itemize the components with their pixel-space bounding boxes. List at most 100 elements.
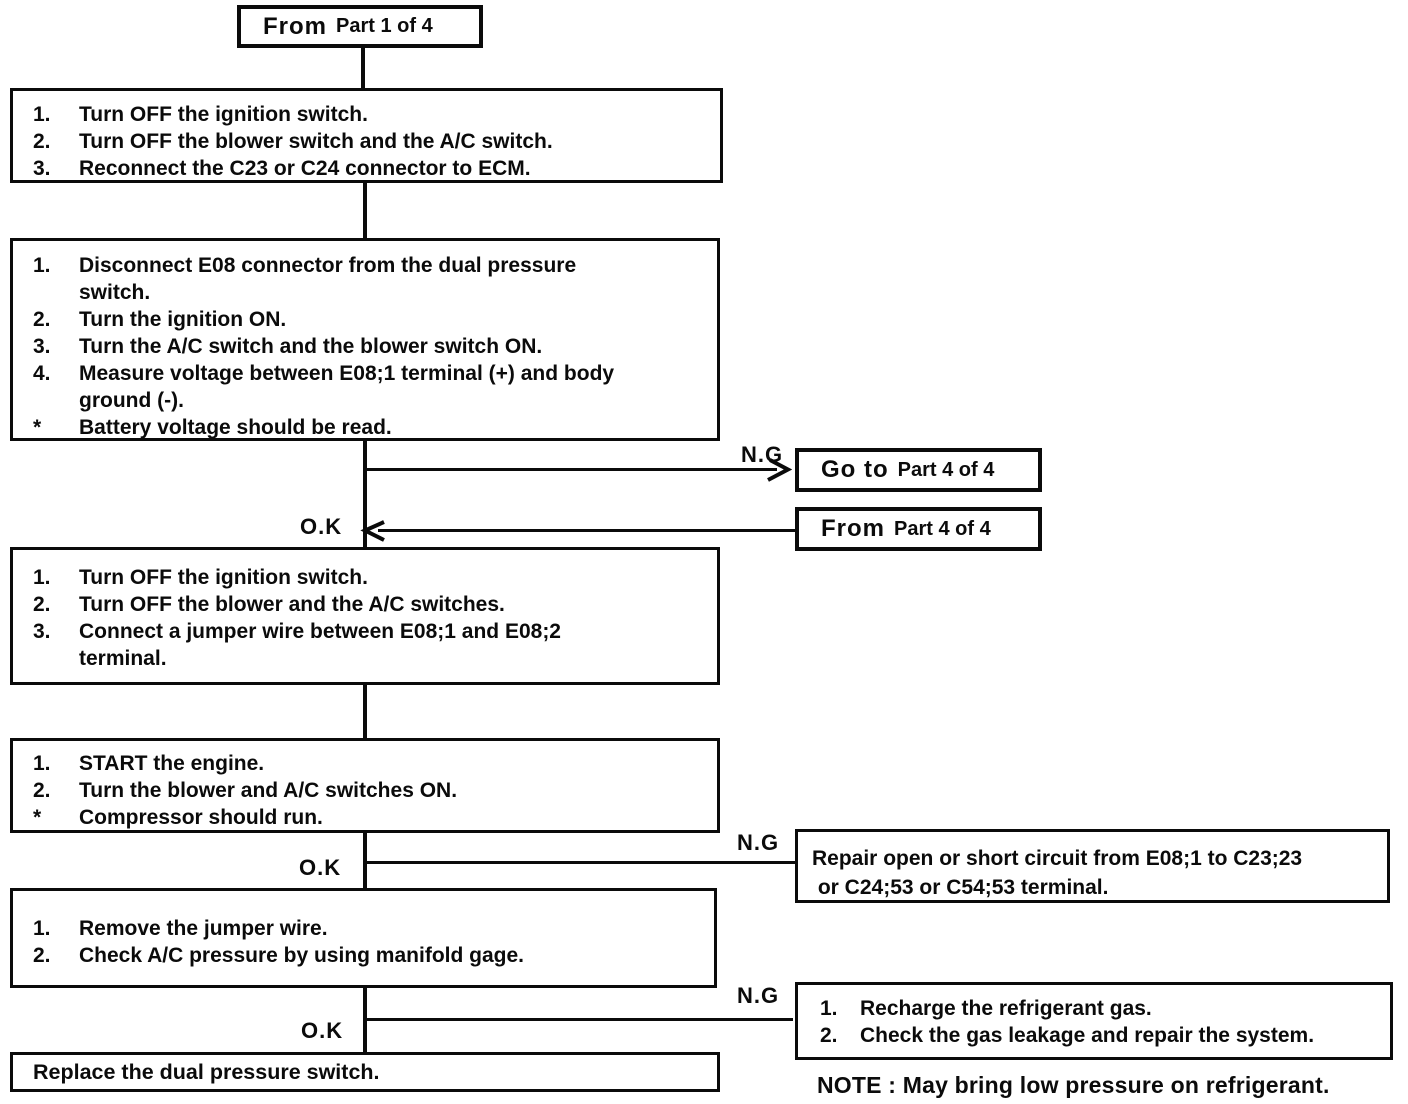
step-item: 3. Reconnect the C23 or C24 connector to … — [33, 155, 712, 182]
node-goto-part4: Go to Part 4 of 4 — [795, 448, 1042, 492]
step-item: 3. Connect a jumper wire between E08;1 an… — [33, 618, 709, 672]
step-text: Check the gas leakage and repair the sys… — [860, 1022, 1388, 1049]
step-marker: 1. — [33, 103, 51, 126]
text-line: Turn OFF the blower and the A/C switches… — [79, 593, 505, 616]
text-line: Compressor should run. — [79, 806, 323, 829]
node-from-part4: From Part 4 of 4 — [795, 507, 1042, 551]
text-line: terminal. — [79, 647, 167, 670]
step-marker: 2. — [33, 593, 51, 616]
connector-ng-to-recharge — [363, 1018, 793, 1021]
text-line: Disconnect E08 connector from the dual p… — [79, 254, 577, 277]
step-text: Battery voltage should be read. — [79, 414, 711, 441]
step-marker: 4. — [33, 362, 51, 385]
step-item: 2. Check A/C pressure by using manifold g… — [33, 942, 706, 969]
label-ng-2: N.G — [737, 830, 780, 855]
step-item: 2.Check the gas leakage and repair the s… — [820, 1022, 1388, 1049]
step-text: Turn OFF the ignition switch. — [79, 564, 709, 591]
label-ng-3: N.G — [737, 983, 780, 1008]
step-item: 4. Measure voltage between E08;1 terminal… — [33, 360, 711, 414]
step-marker: 1. — [33, 917, 51, 940]
step-item: 2. Turn OFF the blower switch and the A/C… — [33, 128, 712, 155]
step-text: Remove the jumper wire. — [79, 915, 706, 942]
node-from-part1-ref: Part 1 of 4 — [336, 15, 433, 37]
text-line: Check the gas leakage and repair the sys… — [860, 1024, 1315, 1047]
connector-from-part4-return — [378, 529, 795, 532]
step-marker: 2. — [33, 308, 51, 331]
text-line: Remove the jumper wire. — [79, 917, 328, 940]
step-marker: 2. — [33, 944, 51, 967]
text-line: Turn OFF the blower switch and the A/C s… — [79, 130, 553, 153]
step-marker: * — [33, 416, 42, 439]
node-repair-circuit: Repair open or short circuit from E08;1 … — [795, 829, 1390, 903]
text-line: or C24;53 or C54;53 terminal. — [812, 876, 1109, 899]
step-text: Connect a jumper wire between E08;1 and … — [79, 618, 709, 672]
text-line: Connect a jumper wire between E08;1 and … — [79, 620, 561, 643]
node-step-measure-voltage: 1.Disconnect E08 connector from the dual… — [10, 238, 720, 441]
node-step-reconnect: 1. Turn OFF the ignition switch. 2. Turn OF… — [10, 88, 723, 183]
step-marker: 1. — [33, 752, 51, 775]
step-text: Turn OFF the blower and the A/C switches… — [79, 591, 709, 618]
step-item: 3. Turn the A/C switch and the blower swi… — [33, 333, 711, 360]
node-from-part1: From Part 1 of 4 — [237, 5, 483, 48]
step-marker: 2. — [33, 130, 51, 153]
step-item: 1.Disconnect E08 connector from the dual… — [33, 252, 711, 306]
text-line: Measure voltage between E08;1 terminal (… — [79, 362, 615, 385]
step-marker: 1. — [33, 566, 51, 589]
step-text: Check A/C pressure by using manifold gag… — [79, 942, 706, 969]
step-text: Turn the A/C switch and the blower switc… — [79, 333, 711, 360]
connector-step2-to-step3 — [363, 440, 367, 548]
node-replace-switch: Replace the dual pressure switch. — [10, 1052, 720, 1092]
step-item: * Battery voltage should be read. — [33, 414, 711, 441]
text-line: Check A/C pressure by using manifold gag… — [79, 944, 524, 967]
node-goto-part4-ref: Part 4 of 4 — [897, 458, 995, 481]
step-text: Turn OFF the blower switch and the A/C s… — [79, 128, 712, 155]
step-item: 1. Turn OFF the ignition switch. — [33, 564, 709, 591]
text-line: START the engine. — [79, 752, 265, 775]
step-item: 1. Turn OFF the ignition switch. — [33, 101, 712, 128]
text-line: Reconnect the C23 or C24 connector to EC… — [79, 157, 531, 180]
step-item: 1. START the engine. — [33, 750, 709, 777]
arrowhead-left-icon — [360, 520, 385, 542]
node-step-remove-jumper: 1. Remove the jumper wire. 2. Check A/C pre… — [10, 888, 717, 988]
label-ok-2: O.K — [299, 855, 342, 880]
step-marker: 3. — [33, 157, 51, 180]
step-text: Turn the blower and A/C switches ON. — [79, 777, 709, 804]
step-text: Turn the ignition ON. — [79, 306, 711, 333]
node-step-start-engine: 1. START the engine.2.Turn the blower and… — [10, 738, 720, 833]
connector-step3-to-step4 — [363, 684, 367, 739]
text-line: Turn the A/C switch and the blower switc… — [79, 335, 543, 358]
step-item: 1. Recharge the refrigerant gas. — [820, 995, 1388, 1022]
step-item: 1. Remove the jumper wire. — [33, 915, 706, 942]
step-text: Measure voltage between E08;1 terminal (… — [79, 360, 711, 414]
node-from-part4-ref: Part 4 of 4 — [894, 517, 991, 540]
step-marker: * — [33, 806, 42, 829]
connector-ng-to-goto-part4 — [363, 468, 777, 471]
step-marker: 1. — [820, 997, 838, 1020]
step-text: Reconnect the C23 or C24 connector to EC… — [79, 155, 712, 182]
text-line: Turn the ignition ON. — [79, 308, 287, 331]
text-line: Turn the blower and A/C switches ON. — [79, 779, 458, 802]
node-recharge-gas: 1. Recharge the refrigerant gas.2.Check t… — [795, 982, 1393, 1060]
connector-ng-to-repair — [363, 861, 795, 864]
node-from-part1-keyword: From — [263, 12, 327, 40]
step-text: Disconnect E08 connector from the dual p… — [79, 252, 711, 306]
step-item: * Compressor should run. — [33, 804, 709, 831]
text-line: Repair open or short circuit from E08;1 … — [812, 847, 1303, 870]
label-ng-1: N.G — [741, 442, 784, 467]
step-text: Turn OFF the ignition switch. — [79, 101, 712, 128]
node-from-part4-keyword: From — [821, 515, 885, 542]
step-text: Recharge the refrigerant gas. — [860, 995, 1388, 1022]
text-line: ground (-). — [79, 389, 184, 412]
connector-step4-to-step5 — [363, 832, 367, 889]
step-marker: 3. — [33, 620, 51, 643]
note-text: NOTE : May bring low pressure on refrige… — [817, 1072, 1330, 1098]
step-marker: 3. — [33, 335, 51, 358]
arrowhead-right-icon — [767, 458, 792, 482]
text-line: Recharge the refrigerant gas. — [860, 997, 1152, 1020]
step-item: 2.Turn the blower and A/C switches ON. — [33, 777, 709, 804]
text-line: Turn OFF the ignition switch. — [79, 103, 368, 126]
connector-step1-to-step2 — [363, 182, 367, 239]
step-item: 2. Turn the ignition ON. — [33, 306, 711, 333]
node-step-jumper-wire: 1. Turn OFF the ignition switch. 2. Turn OF… — [10, 547, 720, 685]
